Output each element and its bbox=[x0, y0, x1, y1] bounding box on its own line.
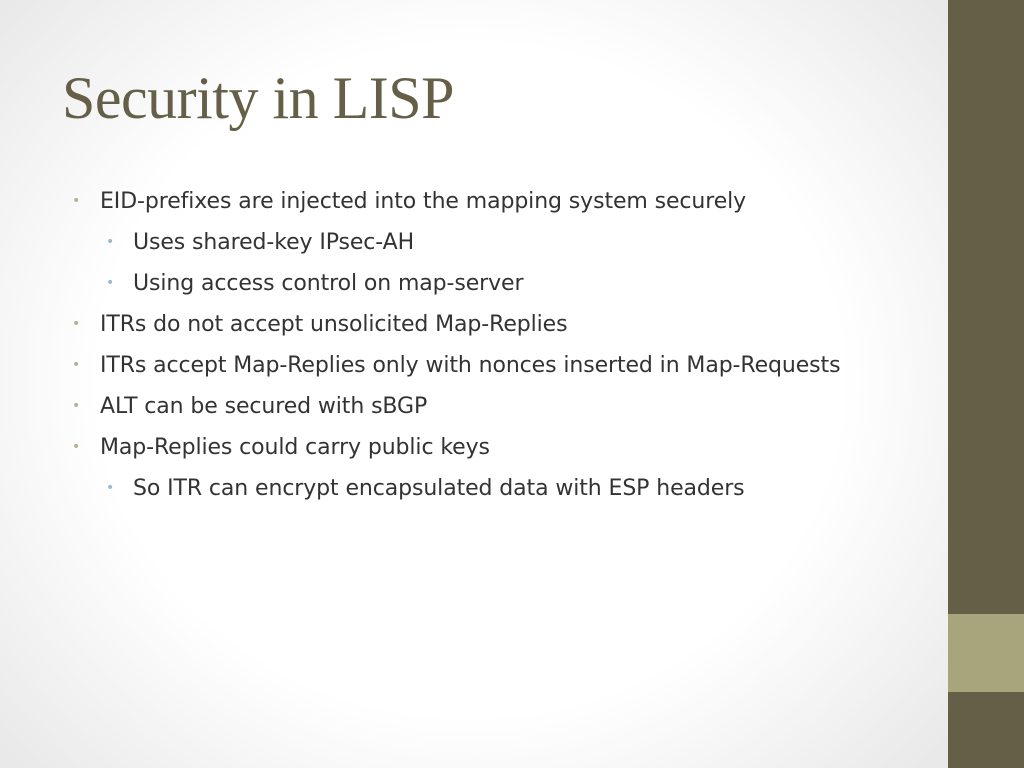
bullet-dot-icon: • bbox=[72, 439, 81, 455]
bullet-item: • Map-Replies could carry public keys bbox=[72, 430, 932, 471]
bullet-item: • ALT can be secured with sBGP bbox=[72, 389, 932, 430]
bullet-list: • EID-prefixes are injected into the map… bbox=[72, 184, 932, 512]
slide-title: Security in LISP bbox=[62, 65, 455, 131]
sub-bullet-item: • Uses shared-key IPsec-AH bbox=[72, 225, 932, 266]
sub-bullet-item: • Using access control on map-server bbox=[72, 266, 932, 307]
side-decoration-accent bbox=[948, 614, 1024, 692]
bullet-item: • ITRs accept Map-Replies only with nonc… bbox=[72, 348, 932, 389]
bullet-item: • EID-prefixes are injected into the map… bbox=[72, 184, 932, 225]
bullet-dot-icon: • bbox=[106, 275, 115, 291]
bullet-text: Uses shared-key IPsec-AH bbox=[133, 230, 415, 255]
sub-bullet-item: • So ITR can encrypt encapsulated data w… bbox=[72, 471, 932, 512]
bullet-dot-icon: • bbox=[72, 357, 81, 373]
bullet-text: Using access control on map-server bbox=[133, 271, 524, 296]
bullet-text: EID-prefixes are injected into the mappi… bbox=[100, 189, 747, 214]
bullet-text: So ITR can encrypt encapsulated data wit… bbox=[133, 476, 745, 501]
bullet-item: • ITRs do not accept unsolicited Map-Rep… bbox=[72, 307, 932, 348]
bullet-dot-icon: • bbox=[106, 234, 115, 250]
bullet-text: Map-Replies could carry public keys bbox=[100, 435, 490, 460]
bullet-text: ITRs do not accept unsolicited Map-Repli… bbox=[100, 312, 568, 337]
bullet-dot-icon: • bbox=[72, 398, 81, 414]
bullet-text: ALT can be secured with sBGP bbox=[100, 394, 428, 419]
bullet-dot-icon: • bbox=[106, 480, 115, 496]
bullet-dot-icon: • bbox=[72, 193, 81, 209]
bullet-text: ITRs accept Map-Replies only with nonces… bbox=[100, 353, 841, 378]
bullet-dot-icon: • bbox=[72, 316, 81, 332]
